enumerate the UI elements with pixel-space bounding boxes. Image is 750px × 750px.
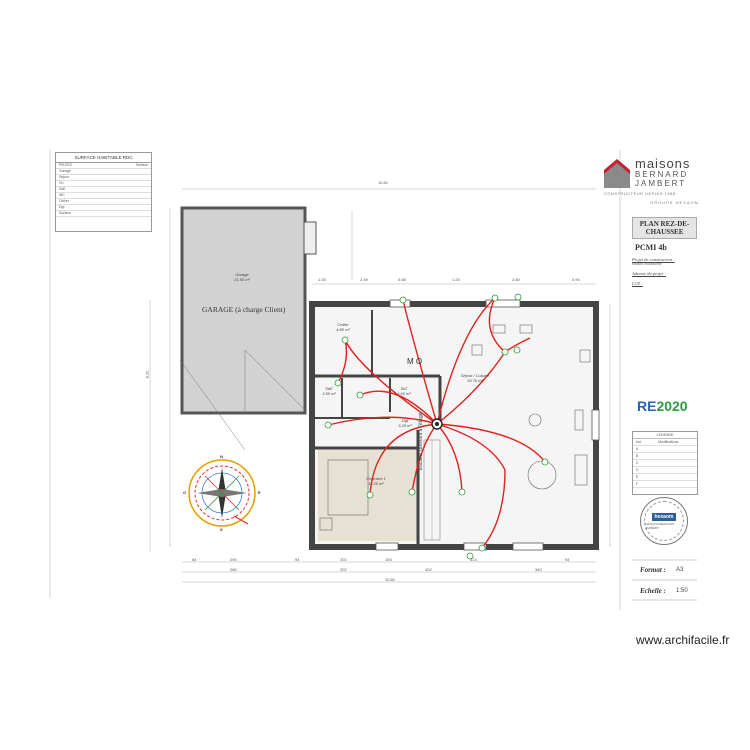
mo-label: M O [407, 357, 423, 366]
cartouche: PLAN REZ-DE-CHAUSSEE PCMI 4b Projet de c… [632, 217, 697, 286]
format-label: Format : [640, 566, 666, 574]
echelle-label: Echelle : [640, 587, 666, 595]
table-row: F [633, 481, 697, 488]
dim-bottom-total: 10.81 [385, 577, 396, 582]
table-row: B [633, 453, 697, 460]
seal-brand: hexaom [651, 512, 677, 521]
brand-text: maisons BERNARD JAMBERT [635, 156, 691, 188]
dim-bottom: 94 [565, 557, 570, 562]
dim-top: 2.80 [512, 277, 520, 282]
garage-room [180, 206, 307, 415]
table-row: SdE [56, 187, 151, 193]
compass-s: S [220, 527, 223, 532]
re2020-badge: RE2020 [637, 398, 688, 414]
re2020-year: 2020 [656, 398, 688, 414]
dim-top: 1.25 [452, 277, 460, 282]
dim-bottom: 94 [295, 557, 300, 562]
table-row: A [633, 446, 697, 453]
brand-line-2: BERNARD [635, 170, 689, 179]
table-row: E [633, 474, 697, 481]
compass-e: E [258, 490, 261, 495]
echelle-value: 1:50 [676, 588, 688, 594]
window [463, 542, 487, 551]
surface-title: SURFACE HABITABLE RDC [56, 153, 151, 163]
table-row: Garage [56, 169, 151, 175]
stair-label: Escalier donnant à l'étage [418, 412, 424, 470]
dim-bottom: 202 [340, 567, 347, 572]
electrical-switches [324, 293, 549, 560]
table-row: WC [56, 193, 151, 199]
brand-line-3: JAMBERT [635, 179, 687, 188]
dim-bottom: 313 [470, 557, 477, 562]
compass-o: O [183, 490, 187, 495]
brand-block: maisons BERNARD JAMBERT CONSTRUCTEUR DEP… [604, 156, 699, 205]
hexaom-seal: hexaom MAISONS BERNARD JAMBERT [640, 497, 688, 545]
watermark: www.archifacile.fr [636, 633, 730, 647]
electrical-wiring [327, 297, 546, 549]
dim-bottom: 290 [230, 557, 237, 562]
cartouche-sheet: PCMI 4b [635, 243, 667, 252]
garage-door-line [179, 359, 246, 451]
cartouche-title: PLAN REZ-DE-CHAUSSEE [632, 217, 697, 239]
garage-label: GARAGE (à charge Client) [202, 305, 286, 314]
window [375, 542, 399, 551]
compass-n: N [220, 454, 223, 459]
cartouche-field-label: Adresse du projet : [632, 271, 667, 276]
table-row: D [633, 467, 697, 474]
window [485, 299, 521, 308]
cartouche-field-value: Maison individuelle [632, 262, 662, 266]
seal-text: MAISONS BERNARD JAMBERT [645, 521, 675, 530]
re2020-re: RE [637, 398, 657, 414]
brand-logo-icon [604, 159, 630, 174]
garage-door-line [244, 349, 306, 411]
dim-top: 1.03 [318, 277, 326, 282]
garage-window [303, 221, 317, 255]
brand-group: GROUPE HEXAOM [650, 200, 699, 205]
table-row: Dgt [56, 205, 151, 211]
table-row: Ch [56, 181, 151, 187]
dim-top: 0.88 [398, 277, 406, 282]
table-row: Séjour [56, 175, 151, 181]
brand-logo: maisons BERNARD JAMBERT [604, 156, 699, 188]
window [512, 542, 544, 551]
seal-inner: hexaom MAISONS BERNARD JAMBERT [644, 501, 684, 541]
brand-tagline: CONSTRUCTEUR DEPUIS 1968 [604, 191, 676, 196]
dim-top: 2.49 [360, 277, 368, 282]
dimension-lines [149, 188, 611, 583]
cartouche-field-label: Projet de construction : [632, 257, 675, 262]
dim-top: 0.90 [572, 277, 580, 282]
dim-left-total: 8.32 [144, 370, 150, 379]
dim-bottom: 340 [535, 567, 542, 572]
format-value: A3 [676, 567, 684, 573]
brand-logo-spacer [604, 158, 632, 188]
dim-bottom: 201 [340, 557, 347, 562]
window [591, 409, 600, 441]
cartouche-field-label: LOT : [632, 281, 643, 286]
table-row: Surface [56, 211, 151, 217]
dim-bottom: 193 [385, 557, 392, 562]
table-row: Cellier [56, 199, 151, 205]
dim-bottom: 280 [230, 567, 237, 572]
table-row: C [633, 460, 697, 467]
legend-title: LEGENDE [633, 432, 697, 439]
dim-top-total: 10.81 [378, 180, 389, 185]
dim-bottom: 402 [425, 567, 432, 572]
brand-line-1: maisons [635, 156, 691, 171]
electrical-panel-icon [435, 422, 439, 426]
dim-bottom: 54 [192, 557, 197, 562]
compass-rose [188, 459, 256, 527]
